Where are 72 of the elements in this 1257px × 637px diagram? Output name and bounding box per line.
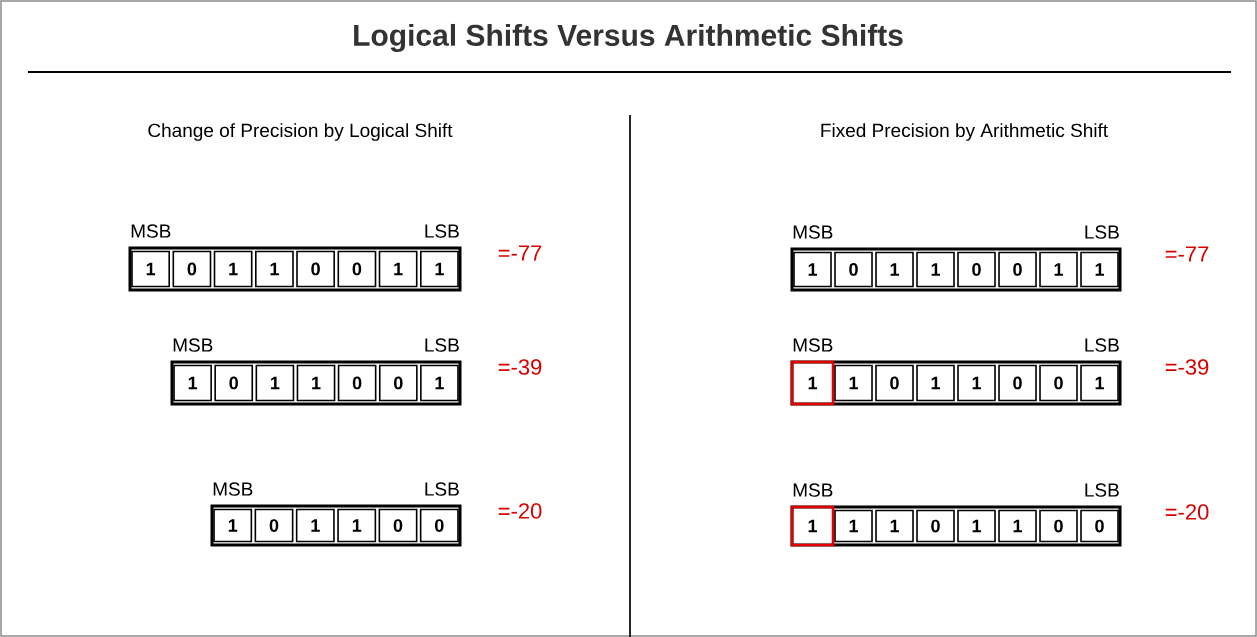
section-heading: Change of Precision by Logical Shift xyxy=(148,123,453,141)
bit-cell: 1 xyxy=(790,505,835,547)
bit-cell: 1 xyxy=(296,364,336,402)
bit-cell: 0 xyxy=(337,364,377,402)
bit-cell: 0 xyxy=(337,250,377,288)
bit-cell: 0 xyxy=(214,364,254,402)
bit-cell: 0 xyxy=(419,508,459,543)
value-label: =-39 xyxy=(1165,359,1209,375)
lsb-label: LSB xyxy=(1085,338,1119,352)
msb-label: MSB xyxy=(793,338,833,352)
bit-cell: 0 xyxy=(875,364,914,402)
bit-cell: 0 xyxy=(172,250,212,288)
bit-cell: 0 xyxy=(296,250,335,288)
bit-cell: 0 xyxy=(834,251,873,288)
bit-cell: 1 xyxy=(916,364,955,402)
register-box xyxy=(210,504,462,547)
lsb-label: LSB xyxy=(425,338,459,352)
bit-cell: 1 xyxy=(834,509,873,543)
msb-label: MSB xyxy=(213,482,253,496)
bit-cell: 1 xyxy=(957,509,996,543)
value-label: =-77 xyxy=(1165,246,1209,262)
msb-label: MSB xyxy=(131,224,171,238)
bit-cell: 1 xyxy=(957,364,996,402)
title: Logical Shifts Versus Arithmetic Shifts xyxy=(354,23,903,53)
bit-cell: 1 xyxy=(378,250,418,288)
msb-label: MSB xyxy=(793,483,833,497)
register-box xyxy=(128,246,462,292)
lsb-label: LSB xyxy=(1085,483,1119,497)
bit-cell: 0 xyxy=(957,251,996,288)
bit-cell: 1 xyxy=(295,508,335,543)
bit-cell: 1 xyxy=(875,509,914,543)
bit-cell: 1 xyxy=(1080,364,1119,402)
value-label: =-20 xyxy=(498,503,542,519)
bit-cell: 1 xyxy=(793,251,832,288)
msb-label: MSB xyxy=(793,225,833,239)
bit-cell: 1 xyxy=(255,250,294,288)
bit-cell: 1 xyxy=(213,250,253,288)
register-box xyxy=(170,360,462,406)
value-label: =-39 xyxy=(498,359,542,375)
bit-cell: 1 xyxy=(420,250,459,288)
bit-cell: 1 xyxy=(173,364,212,402)
bit-cell: 0 xyxy=(998,364,1037,402)
value-label: =-77 xyxy=(498,245,542,261)
bit-cell: 0 xyxy=(254,508,294,543)
value-label: =-20 xyxy=(1165,504,1209,520)
bit-cell: 1 xyxy=(420,364,459,402)
bit-cell: 1 xyxy=(1080,251,1119,288)
bit-cell: 1 xyxy=(255,364,295,402)
bit-cell: 0 xyxy=(916,509,955,543)
bit-cell: 0 xyxy=(378,364,418,402)
lsb-label: LSB xyxy=(1085,225,1119,239)
bit-cell: 1 xyxy=(875,251,914,288)
bit-cell: 1 xyxy=(998,509,1037,543)
section-heading: Fixed Precision by Arithmetic Shift xyxy=(821,123,1108,141)
bit-cell: 0 xyxy=(378,508,418,543)
register-box xyxy=(790,360,1122,406)
bit-cell: 1 xyxy=(916,251,955,288)
bit-cell: 0 xyxy=(1039,509,1078,543)
msb-label: MSB xyxy=(173,338,213,352)
bit-cell: 1 xyxy=(213,508,253,543)
bit-cell: 0 xyxy=(1080,509,1119,543)
bit-cell: 1 xyxy=(337,508,377,543)
register-box xyxy=(790,247,1122,292)
bit-cell: 1 xyxy=(834,364,873,402)
bit-cell: 1 xyxy=(1039,251,1078,288)
bit-cell: 0 xyxy=(1039,364,1078,402)
bit-cell: 0 xyxy=(998,251,1037,288)
register-box xyxy=(790,505,1122,547)
bit-cell: 1 xyxy=(131,250,170,288)
bit-cell: 1 xyxy=(790,360,835,406)
lsb-label: LSB xyxy=(425,224,459,238)
lsb-label: LSB xyxy=(425,482,459,496)
